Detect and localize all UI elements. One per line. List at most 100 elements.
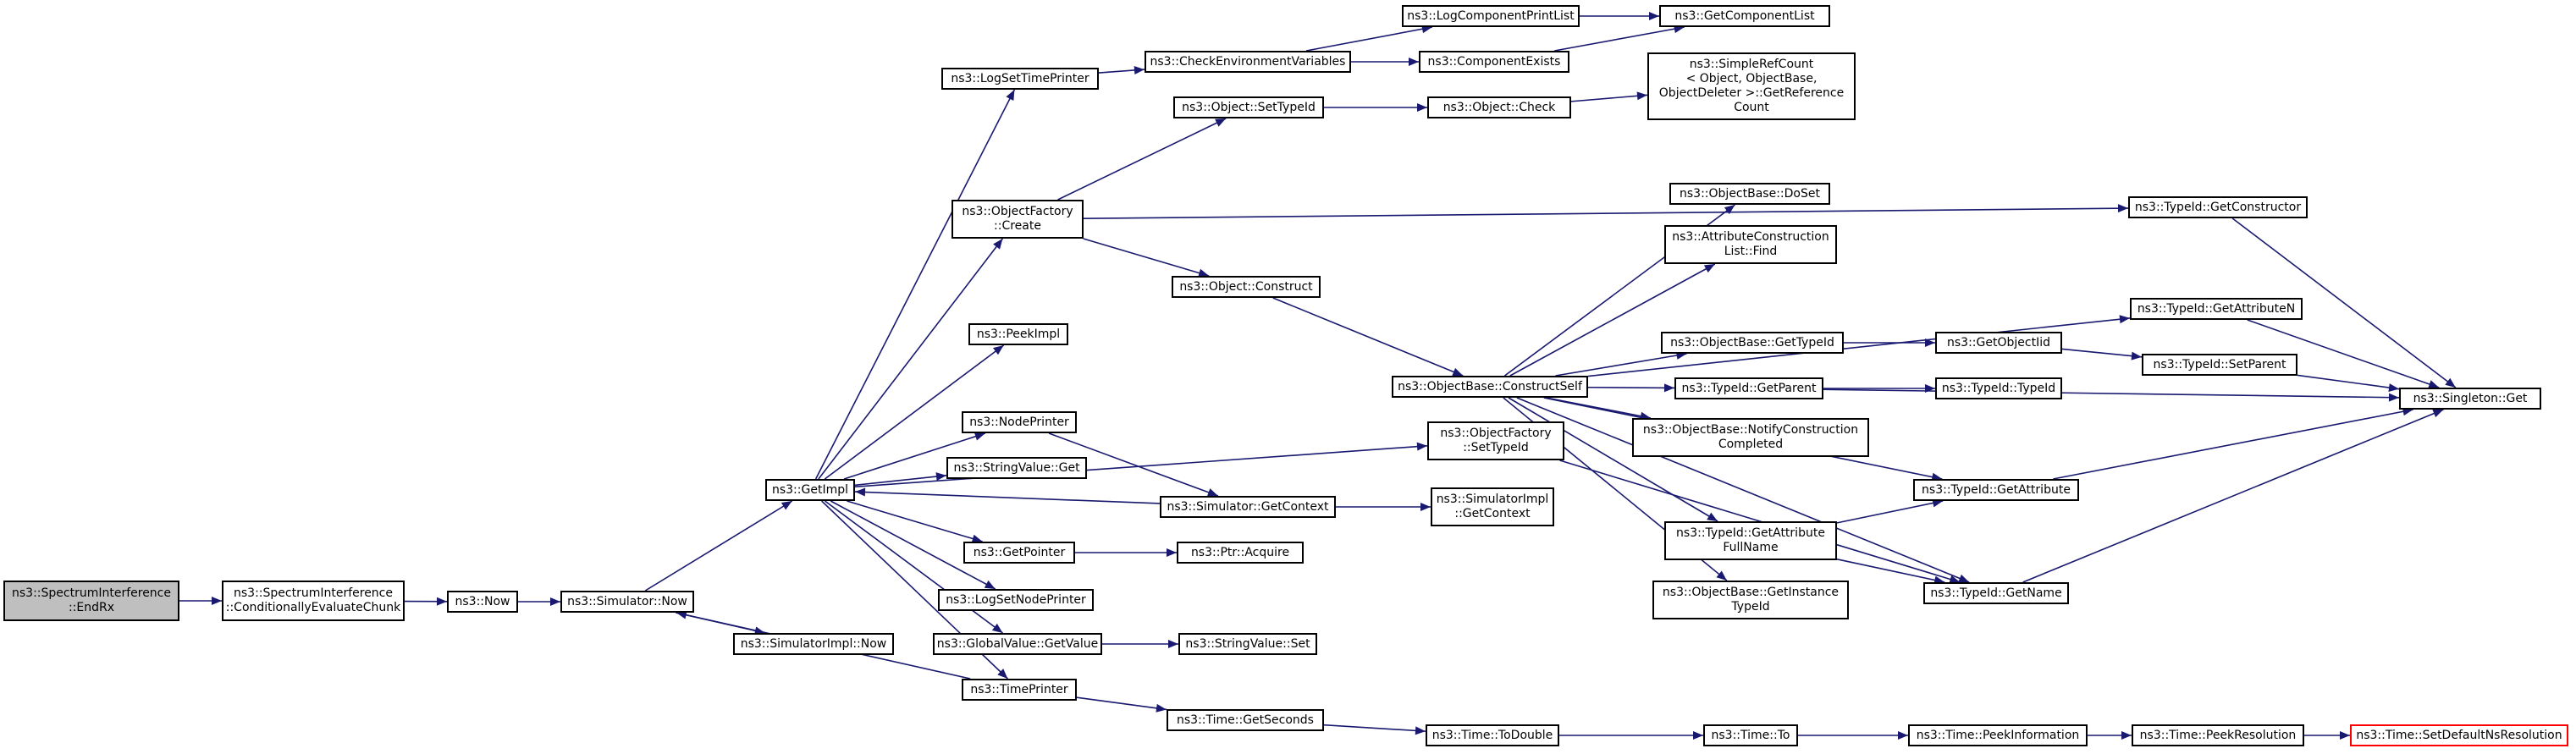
arrowhead-timeprinter-to-timegetsec (1156, 703, 1167, 713)
node-ns3-simulatorimpl-getcontext[interactable]: ns3::SimulatorImpl ::GetContext (1431, 487, 1554, 526)
node-ns3-getpointer[interactable]: ns3::GetPointer (963, 542, 1075, 564)
edge-typeidgetctor-to-singletonget (2231, 217, 2457, 388)
arrowhead-objsettypeid-to-objcheck (1417, 103, 1427, 112)
arrowhead-constructself-to-attrconstfind (1703, 264, 1715, 273)
arrowhead-getimpl-to-nodeprinter (974, 432, 985, 441)
edge-constructself-to-attrconstfind (1509, 263, 1716, 377)
arrowhead-typeidgetname-to-singletonget (2432, 409, 2444, 418)
node-ns3-typeid-getname[interactable]: ns3::TypeId::GetName (1923, 582, 2069, 604)
edge-simgetcontext-to-getimpl (854, 491, 1161, 504)
edge-typeidgetattr-to-singletonget (2053, 409, 2413, 480)
node-ns3-typeid-setparent[interactable]: ns3::TypeId::SetParent (2142, 354, 2297, 376)
node-ns3-time-setdefaultnsresolution[interactable]: ns3::Time::SetDefaultNsResolution (2350, 724, 2568, 746)
edge-constructself-to-objbasegettypeid (1555, 353, 1687, 377)
edge-getimpl-to-objfactsettypeid (854, 445, 1428, 488)
node-ns3-simplerefcount-object-objectbase-objectdeleter-getreference-count[interactable]: ns3::SimpleRefCount < Object, ObjectBase… (1647, 52, 1856, 120)
node-ns3-typeid-getattribute-fullname[interactable]: ns3::TypeId::GetAttribute FullName (1664, 521, 1837, 560)
node-ns3-logcomponentprintlist[interactable]: ns3::LogComponentPrintList (1402, 5, 1580, 27)
arrowhead-typeidgetctor-to-singletonget (2445, 377, 2456, 388)
arrowhead-timeprinter-to-simnow (676, 610, 687, 619)
node-ns3-objectbase-constructself[interactable]: ns3::ObjectBase::ConstructSelf (1392, 376, 1588, 398)
node-ns3-typeid-typeid[interactable]: ns3::TypeId::TypeId (1935, 377, 2062, 399)
arrowhead-typeidgetattrn-to-singletonget (2428, 380, 2440, 388)
edge-getimpl-to-getpointer (847, 500, 983, 542)
arrowhead-getimpl-to-peekimpl (993, 345, 1004, 355)
arrowhead-objconstruct-to-constructself (1452, 367, 1464, 377)
arrowhead-getimpl-to-objfactcreate (993, 239, 1003, 250)
node-ns3-objectfactory-settypeid[interactable]: ns3::ObjectFactory ::SetTypeId (1427, 421, 1564, 460)
node-ns3-objectbase-doset[interactable]: ns3::ObjectBase::DoSet (1669, 183, 1830, 205)
node-ns3-typeid-getparent[interactable]: ns3::TypeId::GetParent (1674, 377, 1823, 399)
node-ns3-typeid-getattributen[interactable]: ns3::TypeId::GetAttributeN (2130, 298, 2303, 320)
node-ns3-nodeprinter[interactable]: ns3::NodePrinter (962, 411, 1077, 433)
arrowhead-timegetsec-to-timetodouble (1415, 726, 1426, 735)
node-ns3-logsetnodeprinter[interactable]: ns3::LogSetNodePrinter (938, 589, 1094, 611)
node-ns3-time-peekinformation[interactable]: ns3::Time::PeekInformation (1908, 724, 2088, 746)
node-ns3-ptr-acquire[interactable]: ns3::Ptr::Acquire (1177, 542, 1304, 564)
edge-objfactcreate-to-objsettypeid (1057, 118, 1227, 201)
arrowhead-timeto-to-peekinfo (1898, 731, 1908, 740)
node-ns3-simulator-now[interactable]: ns3::Simulator::Now (560, 591, 694, 613)
edge-objfactcreate-to-objconstruct (1083, 238, 1210, 277)
node-ns3-objectbase-notifyconstruction-completed[interactable]: ns3::ObjectBase::NotifyConstruction Comp… (1632, 418, 1869, 457)
node-ns3-time-peekresolution[interactable]: ns3::Time::PeekResolution (2132, 724, 2304, 746)
arrowhead-typeidsetparent-to-singletonget (2388, 383, 2399, 392)
edge-objfactcreate-to-typeidgetctor (1083, 207, 2129, 220)
node-ns3-attributeconstruction-list-find[interactable]: ns3::AttributeConstruction List::Find (1664, 225, 1837, 264)
edge-getimpl-to-logsettime (814, 89, 1016, 480)
node-ns3-stringvalue-get[interactable]: ns3::StringValue::Get (946, 457, 1087, 479)
node-ns3-objectbase-getinstance-typeid[interactable]: ns3::ObjectBase::GetInstance TypeId (1652, 581, 1849, 619)
arrowhead-cec-to-now (436, 597, 447, 606)
arrowhead-objcheck-to-simplerefcount (1636, 91, 1647, 101)
node-ns3-objectbase-gettypeid[interactable]: ns3::ObjectBase::GetTypeId (1661, 332, 1844, 354)
arrowhead-getimpl-to-stringvalueget (935, 472, 946, 482)
arrowhead-getimpl-to-globalvalueget (991, 623, 1003, 633)
node-ns3-singleton-get[interactable]: ns3::Singleton::Get (2399, 388, 2541, 410)
node-ns3-typeid-getattribute[interactable]: ns3::TypeId::GetAttribute (1913, 479, 2079, 501)
node-ns3-peekimpl[interactable]: ns3::PeekImpl (968, 323, 1068, 345)
node-ns3-object-settypeid[interactable]: ns3::Object::SetTypeId (1173, 96, 1324, 118)
arrowhead-now-to-simnow (550, 597, 560, 606)
node-ns3-simulator-getcontext[interactable]: ns3::Simulator::GetContext (1160, 496, 1336, 518)
node-ns3-getcomponentlist[interactable]: ns3::GetComponentList (1659, 5, 1830, 27)
node-ns3-object-construct[interactable]: ns3::Object::Construct (1172, 276, 1321, 298)
node-ns3-time-todouble[interactable]: ns3::Time::ToDouble (1426, 724, 1559, 746)
arrowhead-constructself-to-typeidgetattrn (2119, 315, 2130, 324)
node-ns3-componentexists[interactable]: ns3::ComponentExists (1419, 51, 1569, 73)
node-ns3-time-to[interactable]: ns3::Time::To (1703, 724, 1798, 746)
arrowhead-objfactcreate-to-typeidgetctor (2117, 204, 2128, 213)
edge-getimpl-to-stringvalueget (854, 475, 947, 487)
node-ns3-simulatorimpl-now[interactable]: ns3::SimulatorImpl::Now (733, 633, 894, 655)
node-ns3-objectfactory-create[interactable]: ns3::ObjectFactory ::Create (952, 200, 1084, 239)
node-ns3-stringvalue-set[interactable]: ns3::StringValue::Set (1178, 633, 1317, 655)
arrowhead-getimpl-to-logsetnode (984, 580, 996, 589)
node-ns3-object-check[interactable]: ns3::Object::Check (1427, 96, 1571, 118)
node-ns3-typeid-getconstructor[interactable]: ns3::TypeId::GetConstructor (2128, 196, 2308, 218)
arrowhead-getpointer-to-ptracquire (1167, 548, 1177, 557)
node-ns3-logsettimeprinter[interactable]: ns3::LogSetTimePrinter (941, 68, 1099, 90)
node-ns3-spectruminterference-conditionallyevaluatechunk[interactable]: ns3::SpectrumInterference ::Conditionall… (222, 581, 405, 621)
arrowhead-constructself-to-typeidgetparent (1663, 383, 1674, 393)
arrowhead-objfactsettypeid-to-typeidgetname (1949, 575, 1961, 584)
node-ns3-checkenvironmentvariables[interactable]: ns3::CheckEnvironmentVariables (1145, 51, 1351, 73)
node-ns3-now[interactable]: ns3::Now (447, 591, 518, 613)
arrowhead-timetodouble-to-timeto (1693, 731, 1703, 740)
edge-compexists-to-getcomplist (1554, 26, 1685, 52)
node-ns3-spectruminterference-endrx[interactable]: ns3::SpectrumInterference ::EndRx (3, 581, 179, 621)
arrowhead-logcomplist-to-getcomplist (1649, 12, 1659, 20)
node-ns3-time-getseconds[interactable]: ns3::Time::GetSeconds (1167, 709, 1324, 731)
edge-timeprinter-to-timegetsec (1076, 696, 1167, 711)
arrowhead-constructself-to-objbasedoset (1724, 205, 1735, 215)
edge-getimpl-to-peekimpl (824, 344, 1005, 480)
edge-getimpl-to-nodeprinter (843, 432, 986, 480)
node-ns3-globalvalue-getvalue[interactable]: ns3::GlobalValue::GetValue (933, 633, 1102, 655)
node-ns3-getobjectiid[interactable]: ns3::GetObjectIid (1935, 332, 2062, 354)
arrowhead-getimpl-to-getpointer (971, 534, 983, 543)
edge-getimpl-to-objfactcreate (818, 238, 1004, 480)
edge-typeidgetname-to-singletonget (2022, 409, 2444, 583)
node-ns3-getimpl[interactable]: ns3::GetImpl (765, 479, 855, 501)
node-ns3-timeprinter[interactable]: ns3::TimePrinter (962, 679, 1077, 701)
arrowhead-objfactcreate-to-objconstruct (1198, 268, 1210, 278)
arrowhead-simgetcontext-to-simimplgetcontext (1420, 503, 1431, 511)
